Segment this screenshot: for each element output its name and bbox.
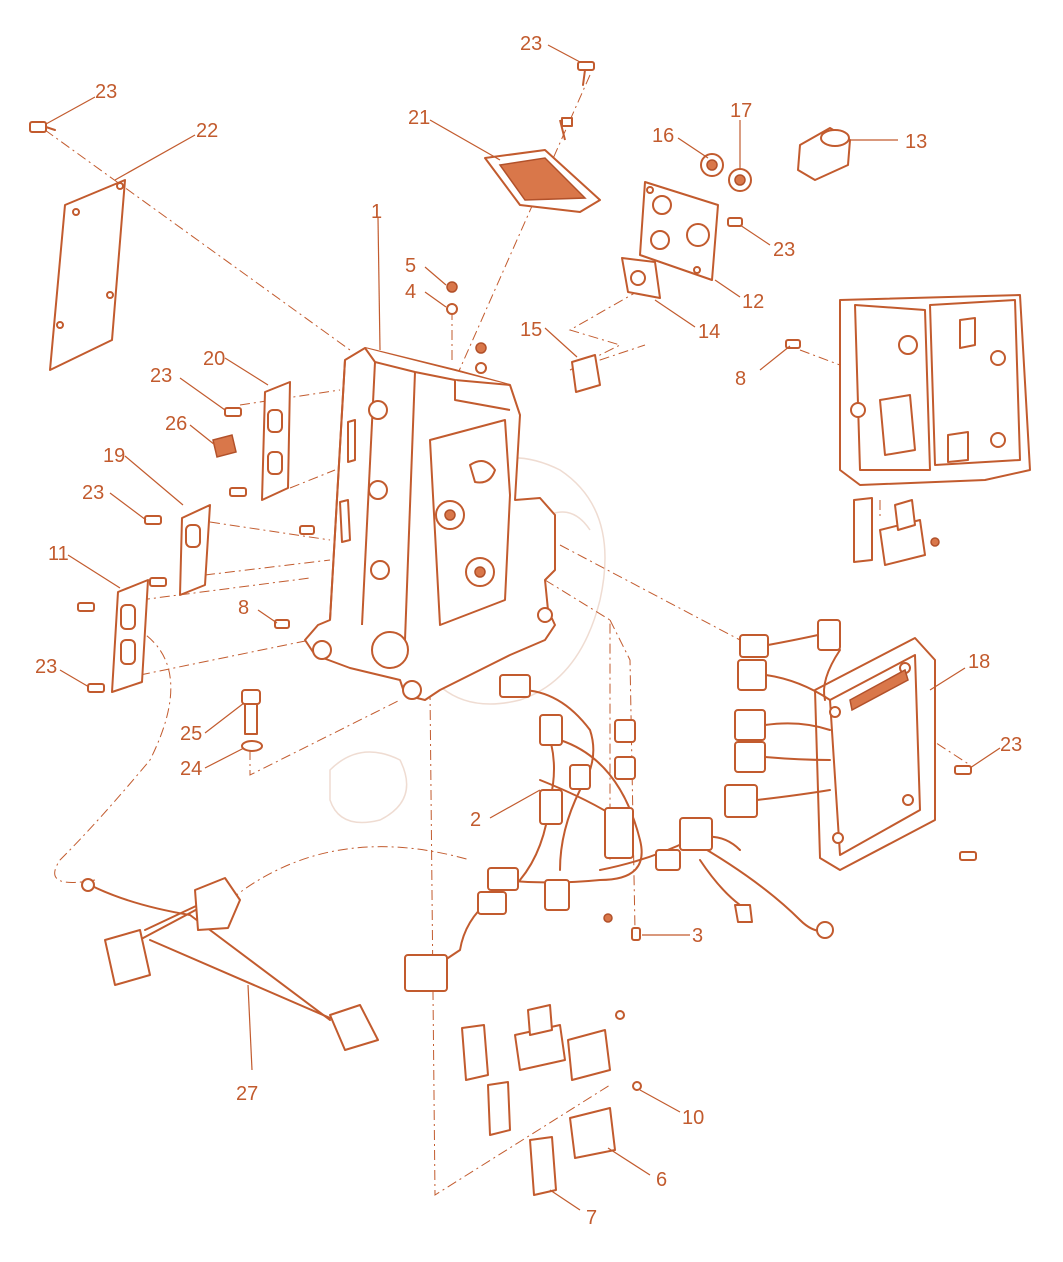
callout-label: 23	[35, 656, 57, 678]
screw-icon	[77, 339, 977, 861]
wire-harness	[404, 674, 834, 992]
callout-label: 26	[165, 413, 187, 435]
callout-label: 4	[405, 281, 416, 303]
callout-label: 27	[236, 1083, 258, 1105]
callout-label: 17	[730, 100, 752, 122]
callout-label: 23	[150, 365, 172, 387]
connector-icon	[212, 434, 237, 458]
callout-label: 3	[692, 925, 703, 947]
control-box	[814, 637, 936, 871]
callout-label: 6	[656, 1169, 667, 1191]
callout-label: 24	[180, 758, 202, 780]
callout-label: 18	[968, 651, 990, 673]
callout-label: 21	[408, 107, 430, 129]
main-housing	[304, 347, 556, 701]
cable-harness	[81, 877, 379, 1051]
detail-inset	[839, 294, 1031, 486]
callout-label: 20	[203, 348, 225, 370]
gasket-plate	[111, 381, 291, 693]
callout-label: 8	[238, 597, 249, 619]
callout-label: 15	[520, 319, 542, 341]
callout-label: 16	[652, 125, 674, 147]
callout-label: 22	[196, 120, 218, 142]
relay-icon	[853, 497, 940, 566]
button-cap	[797, 127, 851, 181]
callout-label: 5	[405, 255, 416, 277]
nut-icon	[446, 281, 487, 374]
callout-label: 2	[470, 809, 481, 831]
harness-connector	[724, 619, 841, 818]
screw-icon	[29, 61, 595, 133]
callout-label: 12	[742, 291, 764, 313]
callout-label: 23	[520, 33, 542, 55]
callout-label: 23	[1000, 734, 1022, 756]
relay-icon	[461, 1004, 642, 1196]
top-filter	[484, 117, 601, 213]
grommet-icon	[700, 153, 752, 192]
bracket	[621, 257, 661, 299]
callout-label: 8	[735, 368, 746, 390]
callout-label: 19	[103, 445, 125, 467]
leader-lines	[45, 44, 1001, 1211]
callout-label: 23	[95, 81, 117, 103]
rubber-block	[571, 354, 601, 393]
callout-label: 10	[682, 1107, 704, 1129]
callout-label: 11	[48, 543, 69, 565]
bolt-icon	[241, 689, 263, 752]
cover-plate	[49, 179, 126, 371]
cap-plate	[639, 181, 719, 281]
callout-label: 13	[905, 131, 927, 153]
callout-label: 1	[371, 201, 382, 223]
callout-labels: 23 23 22 21 16 17 13 1 23 5 4 12 14 15 2…	[35, 33, 1022, 1229]
callout-label: 23	[82, 482, 104, 504]
callout-label: 7	[586, 1207, 597, 1229]
callout-label: 25	[180, 723, 202, 745]
callout-label: 14	[698, 321, 720, 343]
callout-label: 23	[773, 239, 795, 261]
screw-icon	[727, 217, 743, 227]
